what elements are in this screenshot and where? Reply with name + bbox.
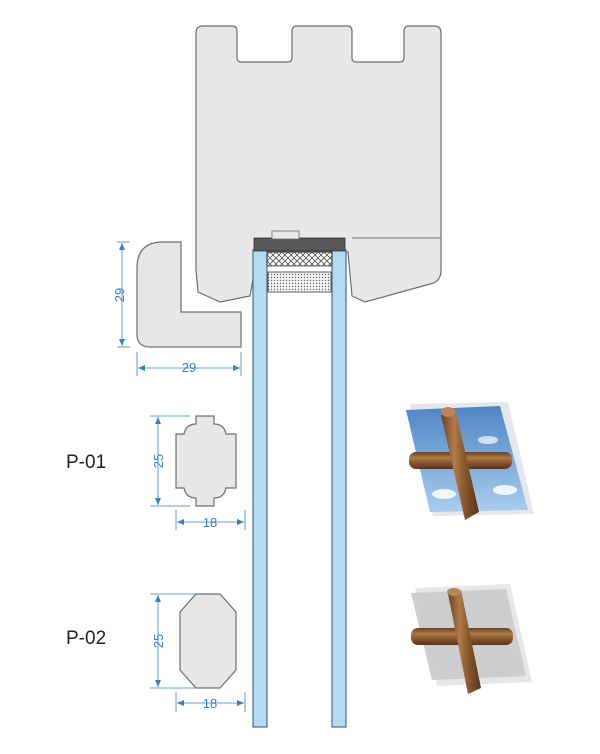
profile-p02-shape (179, 593, 237, 689)
profile-p02-label: P-02 (66, 628, 107, 649)
profile-p02-height: 25 (151, 634, 166, 648)
glass-pane-left (252, 249, 268, 728)
profile-p01-section: 25 18 (150, 415, 246, 530)
profile-p01-label: P-01 (66, 452, 107, 473)
seal-top (271, 230, 300, 240)
glass-pane-right (331, 249, 347, 728)
bead-width-dimension: 29 (182, 360, 196, 375)
profile-p01-width: 18 (203, 515, 217, 530)
spacer-bar (267, 271, 332, 293)
profile-p02-section: 25 18 (150, 593, 246, 712)
glazing-unit (252, 230, 347, 728)
profile-p01-shape (175, 415, 237, 507)
seal-cap (253, 237, 346, 252)
profile-p01-preview (406, 402, 534, 520)
profile-p01-height: 25 (151, 454, 166, 468)
sash-profile (136, 25, 442, 348)
profile-p02-width: 18 (203, 696, 217, 711)
bead-height-dimension: 29 (112, 288, 127, 302)
glazing-bead (136, 241, 242, 348)
sash-frame-body (195, 25, 442, 303)
bead-dimensions (117, 241, 242, 376)
profile-p02-preview (411, 584, 532, 694)
butyl-seal (266, 251, 333, 267)
